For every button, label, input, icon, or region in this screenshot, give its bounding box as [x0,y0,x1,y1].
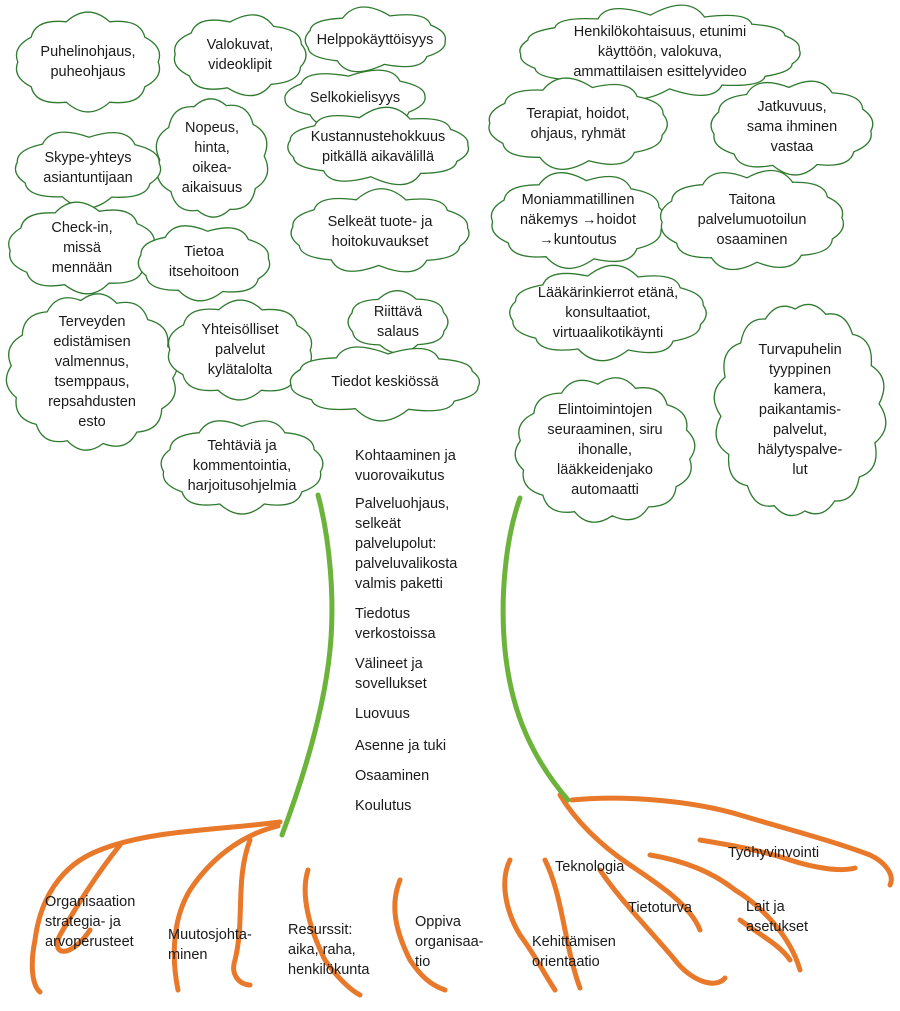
cloud-label: Nopeus, hinta, oikea- aikaisuus [181,120,243,196]
cloud-label: Jatkuvuus, sama ihminen vastaa [746,99,838,155]
cloud-label: Terapiat, hoidot, ohjaus, ryhmät [526,106,630,142]
root-label: Työhyvinvointi [728,845,820,861]
cloud-label: Riittävä salaus [373,304,423,340]
trunk-item: Luovuus [355,706,410,722]
trunk-item: Kohtaaminen ja vuorovaikutus [355,448,456,484]
trunk-group [279,492,571,838]
cloud-label: Elintoimintojen seuraaminen, siru ihonal… [547,402,663,498]
root-line [54,842,123,954]
cloud-shape [160,420,324,515]
cloud-label: Selkeät tuote- ja hoitokuvaukset [327,214,433,250]
cloud-shape [514,377,696,523]
root-line [302,867,363,998]
cloud-shape [509,264,707,362]
trunk-right-line [500,495,571,803]
root-label: Kehittämisen orientaatio [532,934,616,970]
cloud-label: Tehtäviä ja kommentointia, harjoitusohje… [187,438,297,494]
trunk-item: Tiedotus verkostoissa [355,606,436,642]
cloud-label: Skype-yhteys asiantuntijaan [43,150,133,186]
trunk-left-line [279,492,335,838]
cloud-label: Puhelinohjaus, puheohjaus [40,44,136,80]
cloud-shape [15,11,161,113]
roots-group [29,792,894,998]
cloud-label: Valokuvat, videoklipit [206,37,274,73]
cloud-label: Lääkärinkierrot etänä, konsultaatiot, vi… [537,285,679,341]
cloud-shape [167,299,313,401]
cloud-label: Check-in, missä mennään [51,220,113,276]
cloud-shape [287,106,470,186]
cloud-shape [173,14,307,97]
cloud-shape [490,172,666,269]
root-line [29,819,283,995]
cloud-shape [713,303,887,517]
cloud-label: Tietoa itsehoitoon [168,244,240,280]
trunk-item: Asenne ja tuki [355,738,447,754]
root-line [171,823,281,993]
cloud-label: Moniammatillinen näkemys →hoidot →kuntou… [519,192,637,248]
root-label: Teknologia [555,859,625,875]
root-line [697,837,858,873]
root-label: Muutosjohta- minen [168,927,252,963]
cloud-shape [488,77,668,170]
cloud-label: Tiedot keskiössä [331,374,439,390]
root-line [392,877,448,993]
root-label: Lait ja asetukset [746,899,809,935]
cloud-label: Yhteisölliset palvelut kylätalolta [201,322,279,378]
cloud-shape [289,346,481,422]
root-line [542,857,583,991]
cloud-label: Helppokäyttöisyys [316,32,434,48]
root-label: Resurssit: aika, raha, henkilökunta [288,922,370,978]
trunk-item: Koulutus [355,798,412,814]
cloud-label: Kustannustehokkuus pitkällä aikavälillä [310,129,446,165]
cloud-label: Turvapuhelin tyyppinen kamera, paikantam… [757,342,843,478]
root-label: Tietoturva [628,900,692,916]
root-line [647,852,803,973]
cloud-shape [290,188,470,273]
cloud-label: Terveyden edistämisen valmennus, tsemppa… [48,314,136,430]
cloud-shape [710,80,874,176]
root-line [569,795,894,888]
root-line [597,867,728,986]
trunk-item: Palveluohjaus, selkeät palvelupolut: pal… [355,496,458,592]
cloud-shape [5,293,179,451]
root-line [737,917,793,963]
root-line [231,837,253,988]
root-label: Oppiva organisaa- tio [415,914,484,970]
trunk-item: Välineet ja sovellukset [355,656,427,692]
cloud-shape [137,225,271,302]
clouds-group [5,4,887,523]
cloud-shape [659,169,845,271]
root-line [502,857,558,993]
cloud-shape [14,131,162,209]
cloud-shape [304,6,447,73]
trunk-item: Osaaminen [355,768,430,784]
cloud-label: Henkilökohtaisuus, etunimi käyttöön, val… [573,24,747,80]
cloud-label: Taitona palvelumuotoilun osaaminen [697,192,807,248]
root-line [557,792,703,933]
cloud-label: Selkokielisyys [309,90,401,106]
root-label: Organisaation strategia- ja arvoperustee… [45,894,136,950]
